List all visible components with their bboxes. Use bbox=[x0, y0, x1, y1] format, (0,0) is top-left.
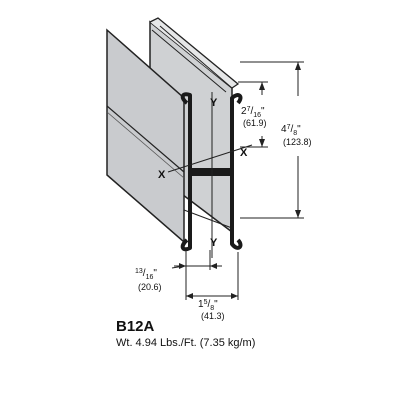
dim-upper-height-label: 27/16" bbox=[241, 106, 265, 119]
center-web bbox=[188, 168, 234, 176]
dim-upper-arrowhead-top bbox=[259, 82, 265, 90]
dim-total-height-label: 47/8" bbox=[281, 124, 301, 137]
product-model: B12A bbox=[116, 318, 155, 335]
dim-upper-height bbox=[238, 81, 268, 148]
axis-label-y-top: Y bbox=[210, 97, 218, 109]
dim-total-width bbox=[185, 252, 239, 300]
product-weight: Wt. 4.94 Lbs./Ft. (7.35 kg/m) bbox=[116, 337, 256, 349]
x-axis-line bbox=[167, 144, 253, 173]
dim-total-arrowhead-bottom bbox=[295, 210, 301, 218]
axis-label-y-bottom: Y bbox=[210, 237, 218, 249]
dim-flange-leader bbox=[171, 265, 185, 269]
front-panel-seam-2 bbox=[106, 111, 185, 179]
dim-upper-height-metric: (61.9) bbox=[243, 118, 267, 128]
dim-total-arrowhead-top bbox=[295, 62, 301, 70]
back-panel-lip bbox=[149, 17, 240, 89]
back-panel-slot-left bbox=[151, 29, 227, 93]
dim-total-width-label: 15/8" bbox=[198, 299, 218, 312]
dim-total-height-metric: (123.8) bbox=[283, 137, 312, 147]
dim-total-height bbox=[240, 61, 304, 219]
dim-width-arrowhead-right bbox=[231, 293, 238, 299]
back-panel-slot-right bbox=[159, 25, 233, 89]
dim-flange-width-label: 13/16" bbox=[135, 268, 157, 281]
dim-flange-width bbox=[171, 250, 222, 270]
dim-width-arrowhead-left bbox=[186, 293, 193, 299]
axis-label-x-right: X bbox=[240, 147, 248, 159]
product-caption: B12A Wt. 4.94 Lbs./Ft. (7.35 kg/m) bbox=[116, 318, 255, 349]
dim-total-width-metric: (41.3) bbox=[201, 311, 225, 321]
dim-upper-arrowhead-bottom bbox=[259, 139, 265, 147]
dim-flange-width-metric: (20.6) bbox=[138, 282, 162, 292]
front-panel-seam bbox=[106, 105, 185, 173]
dim-flange-arrowhead-right bbox=[210, 263, 217, 269]
axis-label-x-left: X bbox=[158, 169, 166, 181]
